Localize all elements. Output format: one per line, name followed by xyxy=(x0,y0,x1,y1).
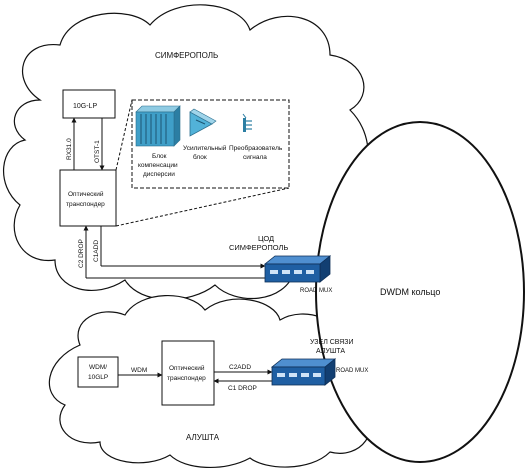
link-c1add-label: C1ADD xyxy=(93,240,100,262)
dcm-label-2: компенсации xyxy=(138,162,178,169)
amplifier-icon xyxy=(189,108,217,137)
dwdm-ring-label: DWDM кольцо xyxy=(380,287,440,297)
simferopol-label: СИМФЕРОПОЛЬ xyxy=(155,51,218,60)
callout-line-bottom xyxy=(115,187,290,227)
roadm-mux-icon xyxy=(270,358,337,386)
module-10g-lp xyxy=(62,89,116,119)
amp-label-2: блок xyxy=(193,153,207,161)
alushta-transponder xyxy=(161,340,215,406)
wdm-10glp-line1: WDM/ xyxy=(89,364,107,371)
simferopol-node-line2: СИМФЕРОПОЛЬ xyxy=(229,243,288,252)
dwdm-ring xyxy=(315,121,525,463)
simferopol-roadm-label: ROAD MUX xyxy=(300,288,332,294)
alushta-transponder-line2: транспондер xyxy=(167,375,206,382)
module-10g-lp-label: 10G-LP xyxy=(73,103,97,110)
link-c2drop-label: C2 DROP xyxy=(78,239,85,268)
link-c1drop-label: C1 DROP xyxy=(228,385,257,392)
conv-label-2: сигнала xyxy=(243,154,267,161)
conv-label-1: Преобразователь xyxy=(229,144,283,152)
alushta-roadm-label: ROAD MUX xyxy=(336,368,368,374)
signal-converter-icon xyxy=(242,113,252,132)
simferopol-transponder-line2: транспондер xyxy=(66,201,105,208)
simferopol-transponder-line1: Оптический xyxy=(68,190,104,198)
amp-label-1: Усилительный xyxy=(183,144,227,152)
callout-line-top xyxy=(115,99,133,171)
simferopol-transponder xyxy=(59,169,117,227)
link-c2add-label: C2ADD xyxy=(229,364,251,371)
dcm-label-1: Блок xyxy=(152,153,167,160)
dcm-label-3: дисперсии xyxy=(143,171,175,178)
wdm-10glp-line2: 10GLP xyxy=(88,374,108,381)
link-wdm-label: WDM xyxy=(131,367,147,374)
wdm-10glp-box xyxy=(77,356,119,388)
alushta-node-line1: УЗЕЛ СВЯЗИ xyxy=(310,339,354,346)
simferopol-node-line1: ЦОД xyxy=(258,234,274,243)
alushta-transponder-line1: Оптический xyxy=(169,364,205,372)
link-rx-label: RX31.0 xyxy=(66,138,73,160)
alushta-node-line2: АЛУШТА xyxy=(316,348,345,355)
alushta-label: АЛУШТА xyxy=(186,433,220,442)
dispersion-compensation-icon xyxy=(135,105,181,147)
link-tx-label: OTST-1 xyxy=(94,140,101,163)
roadm-mux-icon xyxy=(263,255,332,283)
